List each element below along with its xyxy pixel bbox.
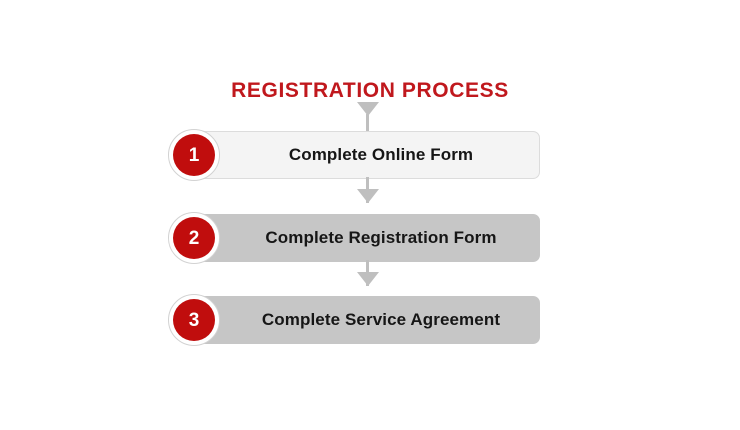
- step-label-3: Complete Service Agreement: [261, 310, 501, 329]
- arrow-head-icon: [357, 102, 379, 116]
- step-number-1: 1: [188, 144, 200, 166]
- step-badge-3: 3: [168, 294, 220, 346]
- step-number-2: 2: [188, 227, 200, 249]
- step-row-2[interactable]: Complete Registration Form 2: [168, 212, 540, 264]
- step-label-2: Complete Registration Form: [265, 228, 497, 247]
- step-badge-1: 1: [168, 129, 220, 181]
- step-row-3[interactable]: Complete Service Agreement 3: [168, 294, 540, 346]
- step-bar-1[interactable]: Complete Online Form: [194, 131, 540, 179]
- arrow-title-to-step1: [357, 102, 379, 134]
- arrow-step1-to-step2: [357, 177, 379, 215]
- arrow-head-icon: [357, 272, 379, 286]
- step-badge-2: 2: [168, 212, 220, 264]
- page-title: REGISTRATION PROCESS: [231, 79, 509, 102]
- step-badge-disc-1: 1: [173, 134, 215, 176]
- step-label-1: Complete Online Form: [288, 145, 474, 164]
- step-badge-disc-3: 3: [173, 299, 215, 341]
- arrow-stem: [366, 114, 369, 134]
- step-badge-disc-2: 2: [173, 217, 215, 259]
- step-bar-3[interactable]: Complete Service Agreement: [194, 296, 540, 344]
- step-number-3: 3: [188, 309, 200, 331]
- arrow-step2-to-step3: [357, 260, 379, 298]
- step-bar-2[interactable]: Complete Registration Form: [194, 214, 540, 262]
- step-row-1[interactable]: Complete Online Form 1: [168, 129, 540, 181]
- arrow-head-icon: [357, 189, 379, 203]
